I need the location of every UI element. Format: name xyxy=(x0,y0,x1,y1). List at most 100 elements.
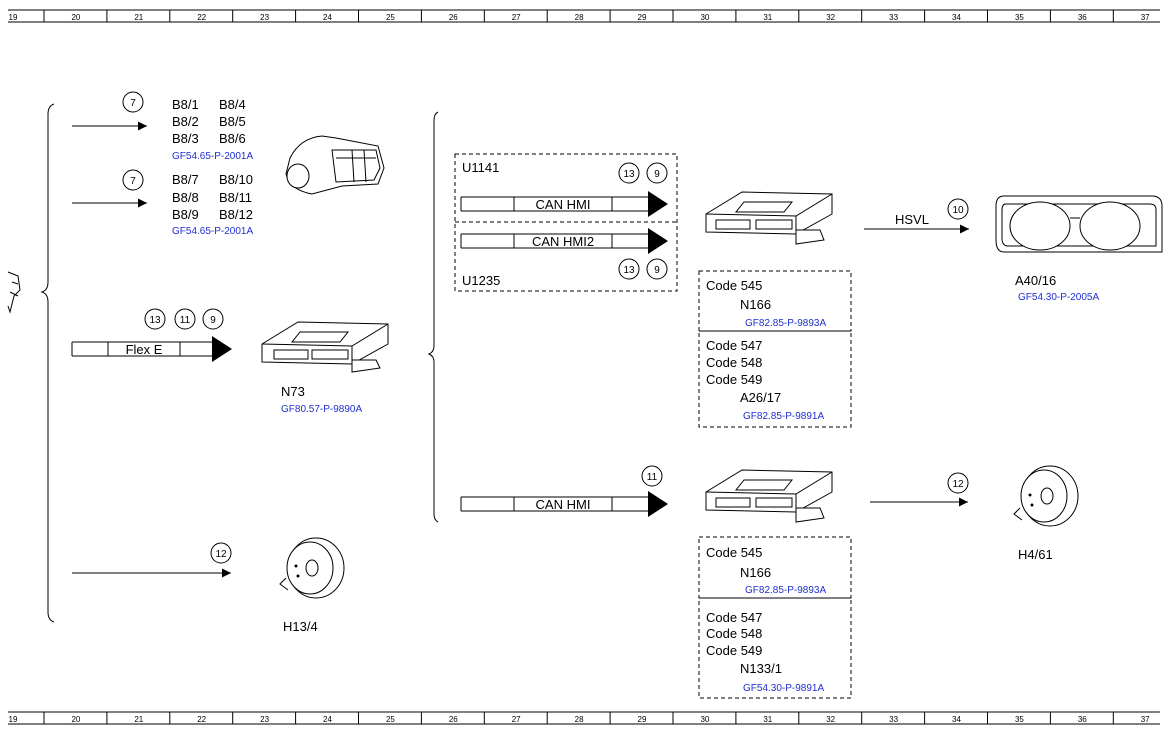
partial-component-left xyxy=(7,271,21,314)
top-ruler-number: 31 xyxy=(763,13,772,22)
label-b8-5: B8/5 xyxy=(219,114,246,129)
horn-connection-right: 12 xyxy=(870,472,969,507)
label-b8-2: B8/2 xyxy=(172,114,199,129)
top-ruler-number: 35 xyxy=(1015,13,1024,22)
top-ruler-number: 20 xyxy=(71,13,80,22)
bottom-ruler-number: 33 xyxy=(889,715,898,724)
top-ruler-number: 37 xyxy=(1141,13,1150,22)
bottom-ruler-number: 26 xyxy=(449,715,458,724)
bubble-number: 7 xyxy=(130,176,136,187)
code-label: Code 548 xyxy=(706,355,762,370)
bus-label: Flex E xyxy=(126,342,163,357)
hsvl-connection: HSVL 10 xyxy=(864,198,969,234)
bubble-number: 9 xyxy=(210,315,216,326)
component-label-a26-17: A26/17 xyxy=(740,390,781,405)
bottom-ruler-number: 21 xyxy=(134,715,143,724)
bubble-number: 11 xyxy=(647,472,658,483)
bottom-ruler-number: 32 xyxy=(826,715,835,724)
bus-label: CAN HMI xyxy=(536,197,591,212)
code-label: Code 545 xyxy=(706,545,762,560)
component-label-n166: N166 xyxy=(740,297,771,312)
reference-link: GF54.65-P-2001A xyxy=(172,226,253,237)
box-label-u1141: U1141 xyxy=(462,160,499,175)
reference-link: GF54.30-P-2005A xyxy=(1018,292,1099,303)
top-ruler-number: 26 xyxy=(449,13,458,22)
label-b8-9: B8/9 xyxy=(172,207,199,222)
bottom-ruler-number: 27 xyxy=(512,715,521,724)
box-label-u1235: U1235 xyxy=(462,273,500,288)
code-label: Code 549 xyxy=(706,372,762,387)
bottom-ruler-number: 35 xyxy=(1015,715,1024,724)
can-hmi-box: U1141 U1235 xyxy=(454,153,678,292)
code-label: Code 549 xyxy=(706,643,762,658)
bottom-ruler-number: 23 xyxy=(260,715,269,724)
bus-label: CAN HMI xyxy=(536,497,591,512)
component-label-n166: N166 xyxy=(740,565,771,580)
left-brace xyxy=(40,103,55,623)
bubble-number: 13 xyxy=(623,265,635,276)
top-ruler-number: 23 xyxy=(260,13,269,22)
bubble-number: 12 xyxy=(952,479,964,490)
label-b8-11: B8/11 xyxy=(219,190,252,205)
top-ruler-number: 33 xyxy=(889,13,898,22)
label-b8-8: B8/8 xyxy=(172,190,199,205)
bubble-number: 13 xyxy=(623,169,635,180)
bubble-number: 9 xyxy=(654,169,660,180)
bottom-ruler-number: 20 xyxy=(71,715,80,724)
bubble-number: 13 xyxy=(149,315,161,326)
bubble-number: 7 xyxy=(130,98,136,109)
bottom-ruler-number: 24 xyxy=(323,715,332,724)
sensor-group-2: 7 B8/7 B8/10 B8/8 B8/11 B8/9 B8/12 GF54.… xyxy=(72,169,253,237)
control-unit-icon xyxy=(705,191,833,245)
component-label-h4-61: H4/61 xyxy=(1018,547,1053,562)
reference-link: GF54.30-P-9891A xyxy=(743,683,824,694)
bottom-ruler-number: 22 xyxy=(197,715,206,724)
reference-link: GF82.85-P-9893A xyxy=(745,318,826,329)
label-b8-6: B8/6 xyxy=(219,131,246,146)
speaker-icon xyxy=(1013,465,1079,527)
top-ruler-number: 25 xyxy=(386,13,395,22)
label-b8-10: B8/10 xyxy=(219,172,253,187)
flex-e-bus: Flex E 13 11 9 xyxy=(71,308,232,362)
can-hmi2-bus: CAN HMI2 13 9 xyxy=(460,228,668,280)
bus-label-box xyxy=(107,341,181,357)
label-b8-4: B8/4 xyxy=(219,97,246,112)
label-b8-1: B8/1 xyxy=(172,97,199,112)
bottom-ruler-number: 28 xyxy=(575,715,584,724)
horn-group-left: 12 xyxy=(72,542,232,578)
parking-sensor-icon xyxy=(285,135,385,195)
top-ruler-number: 24 xyxy=(323,13,332,22)
top-ruler-number: 29 xyxy=(638,13,647,22)
bottom-ruler-number: 19 xyxy=(9,715,18,724)
component-label-n73: N73 xyxy=(281,384,305,399)
top-ruler-number: 21 xyxy=(134,13,143,22)
bus-label: CAN HMI2 xyxy=(532,234,594,249)
hsvl-label: HSVL xyxy=(895,212,929,227)
component-label-a40-16: A40/16 xyxy=(1015,273,1056,288)
code-label: Code 547 xyxy=(706,610,762,625)
reference-link: GF80.57-P-9890A xyxy=(281,404,362,415)
component-label-h13-4: H13/4 xyxy=(283,619,318,634)
bottom-ruler-number: 34 xyxy=(952,715,961,724)
bus-arrow xyxy=(212,336,232,362)
top-ruler-number: 27 xyxy=(512,13,521,22)
top-ruler-number: 32 xyxy=(826,13,835,22)
bottom-ruler-number: 36 xyxy=(1078,715,1087,724)
label-b8-12: B8/12 xyxy=(219,207,253,222)
label-b8-3: B8/3 xyxy=(172,131,199,146)
can-hmi-bus-1: CAN HMI 13 9 xyxy=(460,162,668,217)
code-label: Code 548 xyxy=(706,626,762,641)
bus-arrow xyxy=(648,191,668,217)
can-hmi-bus-3: CAN HMI 11 xyxy=(460,465,668,517)
bottom-module-code-box-2: Code 547 Code 548 Code 549 N133/1 GF54.3… xyxy=(698,597,852,699)
bottom-ruler-number: 29 xyxy=(638,715,647,724)
code-label: Code 545 xyxy=(706,278,762,293)
bus-arrow xyxy=(648,228,668,254)
control-unit-icon xyxy=(705,469,833,523)
bubble-number: 10 xyxy=(952,205,964,216)
bubble-number: 9 xyxy=(654,265,660,276)
top-ruler-number: 34 xyxy=(952,13,961,22)
bottom-ruler-number: 31 xyxy=(763,715,772,724)
